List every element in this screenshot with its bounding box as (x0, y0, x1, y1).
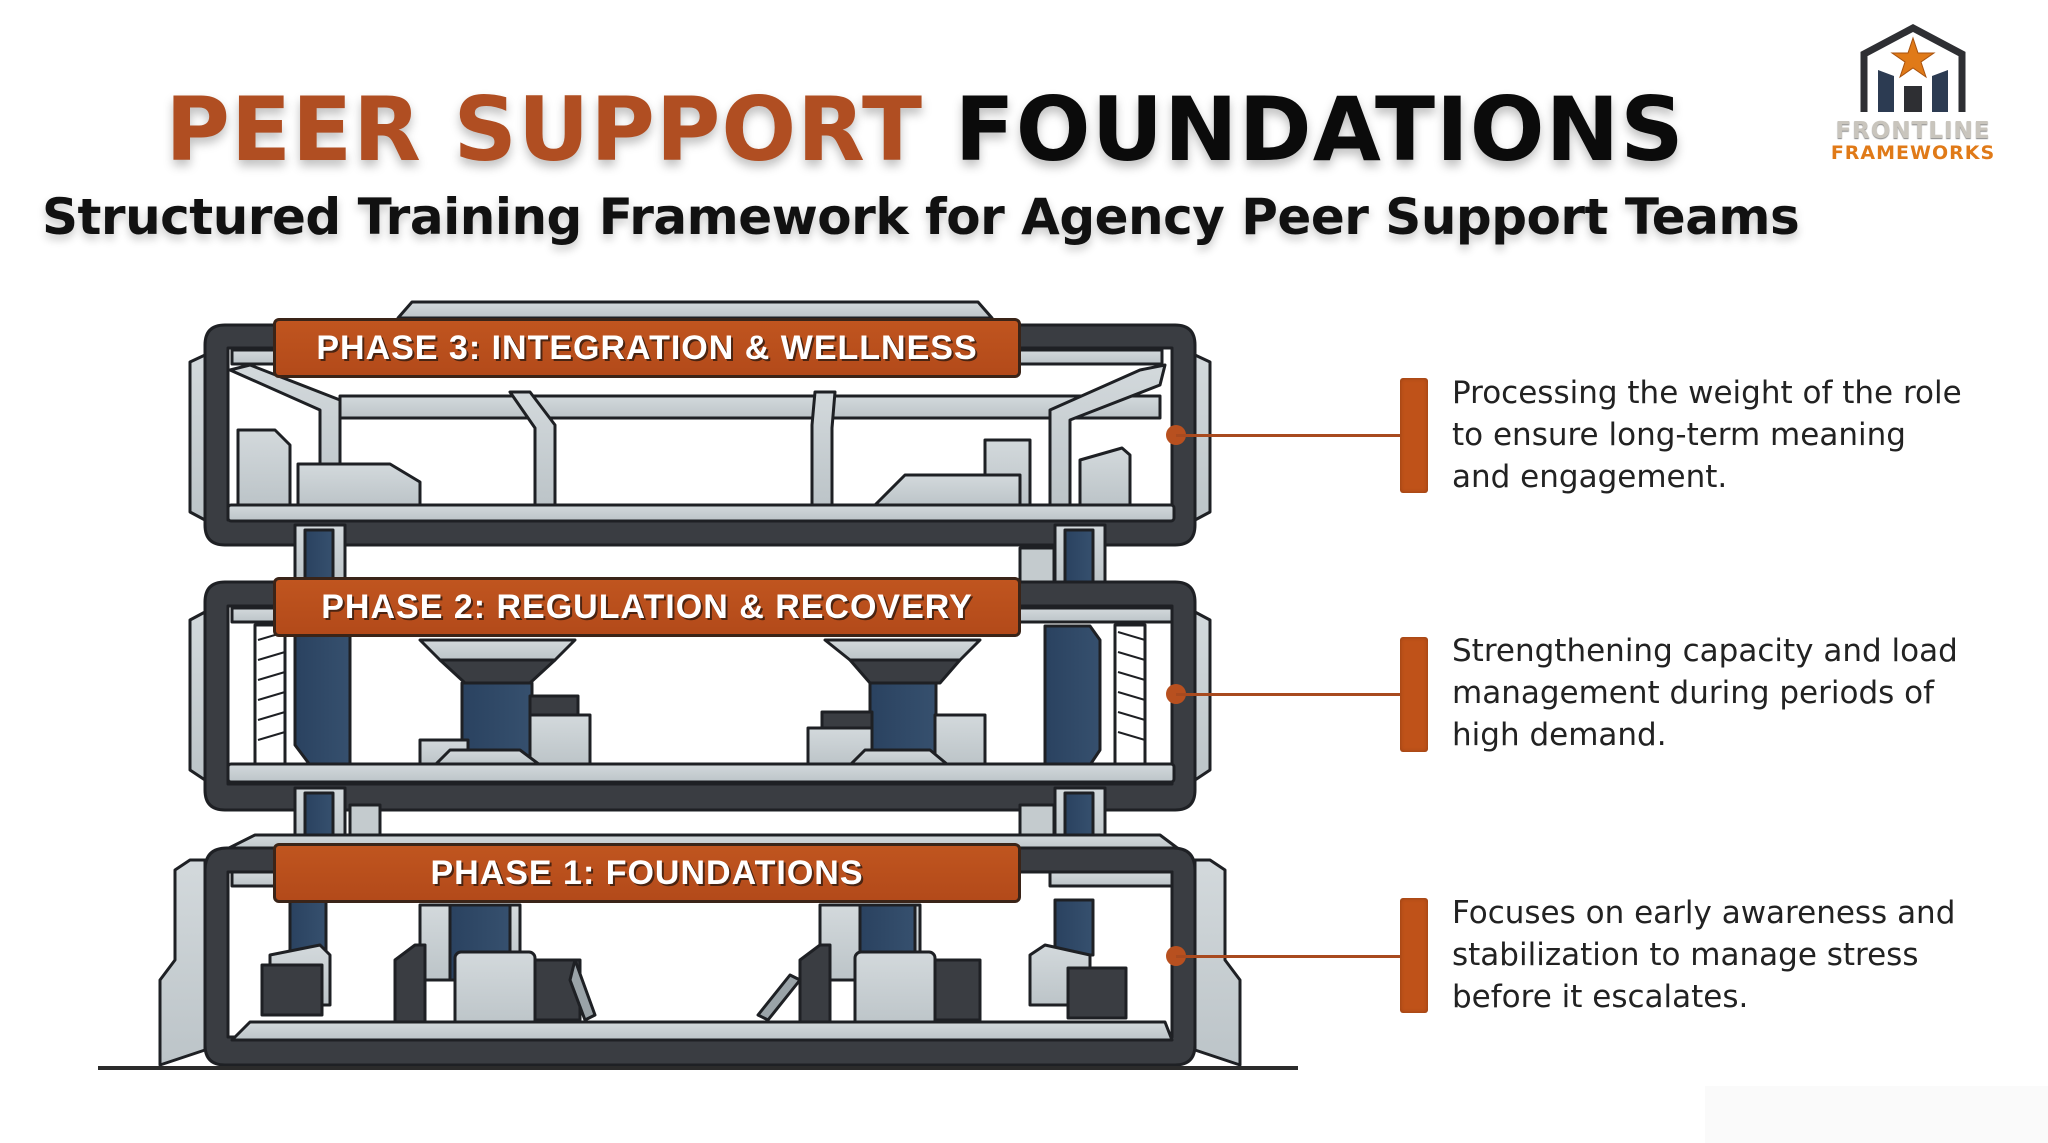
phase-1-accent-bar (1400, 898, 1428, 1013)
logo-line1: FRONTLINE (1835, 118, 1991, 144)
page-subtitle: Structured Training Framework for Agency… (42, 188, 1800, 246)
page-title: PEER SUPPORT FOUNDATIONS (0, 78, 1850, 181)
building-illustration (158, 300, 1242, 1067)
phase-1-connector-line (1176, 955, 1402, 958)
phase-1-label: PHASE 1: FOUNDATIONS (273, 843, 1021, 903)
ground-line (98, 1066, 1298, 1070)
roof-cap (396, 300, 994, 320)
logo-line2: FRAMEWORKS (1830, 142, 1996, 164)
phase-2-label: PHASE 2: REGULATION & RECOVERY (273, 577, 1021, 637)
phase-3-description: Processing the weight of the role to ens… (1452, 375, 1962, 495)
phase-3-label: PHASE 3: INTEGRATION & WELLNESS (273, 318, 1021, 378)
phase-3-connector-line (1176, 434, 1402, 437)
phase-2-accent-bar (1400, 637, 1428, 752)
house-star-icon (1860, 24, 1966, 112)
phase-2-description: Strengthening capacity and load manageme… (1452, 633, 1958, 753)
phase-3-accent-bar (1400, 378, 1428, 493)
corner-shade (1705, 1086, 2048, 1143)
title-main: FOUNDATIONS (954, 78, 1685, 181)
title-accent: PEER SUPPORT (165, 78, 923, 181)
brand-logo: FRONTLINE FRAMEWORKS (1818, 24, 2008, 164)
phase-2-connector-line (1176, 693, 1402, 696)
phase-1-description: Focuses on early awareness and stabiliza… (1452, 895, 1956, 1015)
